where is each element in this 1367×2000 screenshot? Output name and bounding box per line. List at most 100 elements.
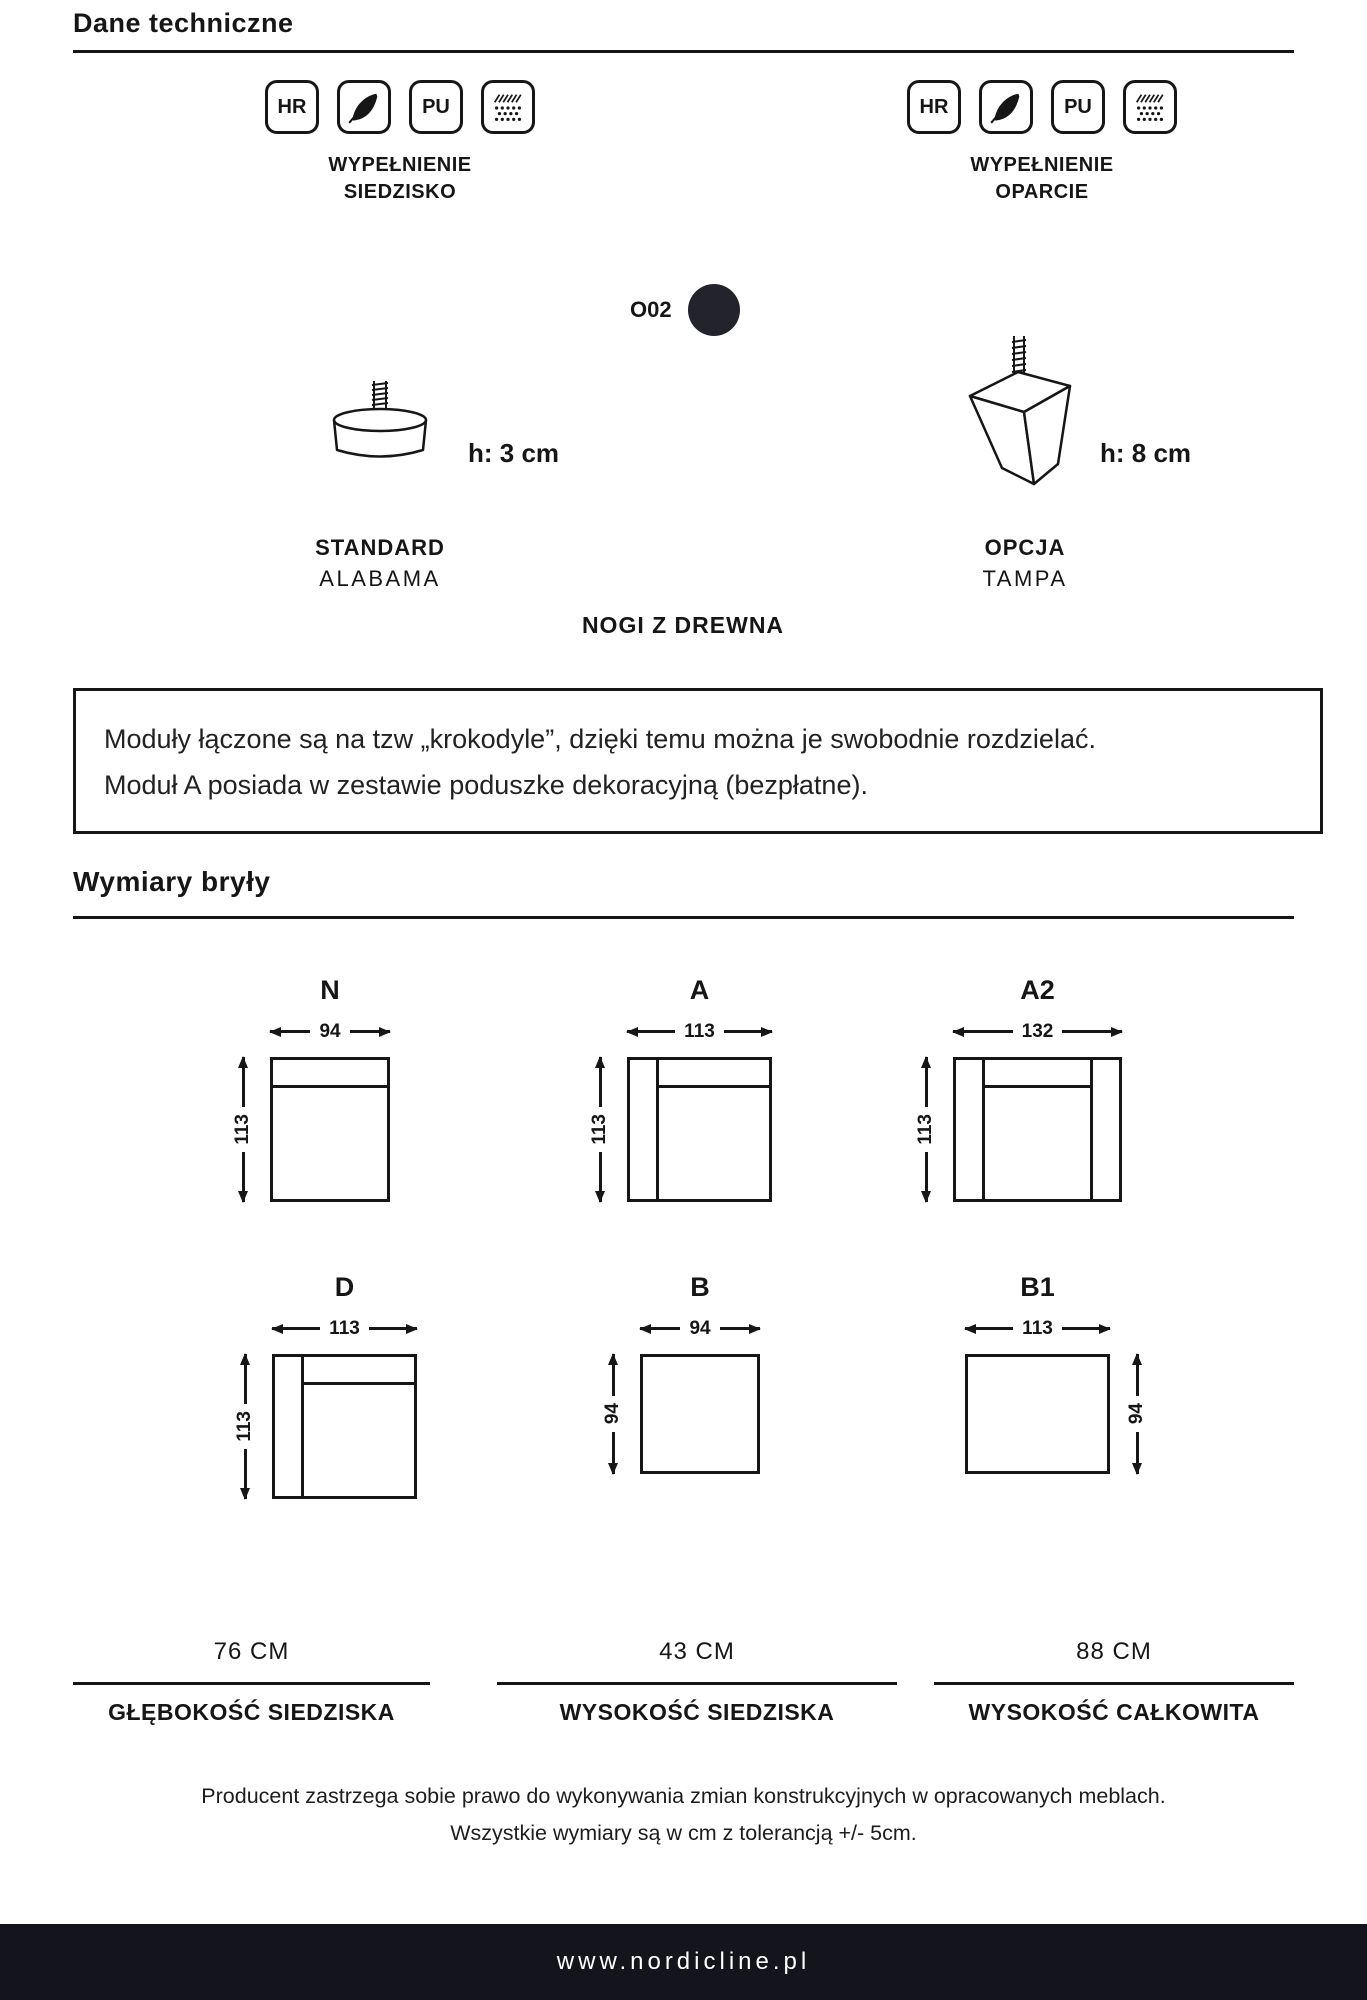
seat-filling-label-line2: SIEDZISKO bbox=[343, 181, 457, 203]
module-box bbox=[627, 1057, 772, 1202]
width-arrow: 94 bbox=[640, 1316, 761, 1354]
pu-icon-label: PU bbox=[1064, 95, 1092, 118]
stat-label: WYSOKOŚĆ SIEDZISKA bbox=[559, 1699, 835, 1725]
backrest-line bbox=[982, 1085, 1093, 1088]
armrest-line bbox=[656, 1060, 659, 1199]
hr-foam-icon: HR bbox=[265, 80, 319, 134]
seat-filling-icons: HR PU bbox=[265, 80, 535, 134]
standard-leg-name: ALABAMA bbox=[319, 566, 441, 591]
option-leg-label: OPCJA TAMPA bbox=[915, 535, 1135, 592]
option-leg-type: OPCJA bbox=[984, 535, 1066, 560]
pu-foam-icon: PU bbox=[1051, 80, 1105, 134]
back-filling-label-line1: WYPEŁNIENIE bbox=[970, 154, 1114, 176]
height-arrow: 113 bbox=[232, 1057, 254, 1202]
option-leg-height: h: 8 cm bbox=[1100, 438, 1192, 468]
backrest-line bbox=[301, 1382, 414, 1385]
width-value: 132 bbox=[1021, 1020, 1054, 1042]
module-box bbox=[640, 1354, 760, 1474]
width-value: 113 bbox=[684, 1020, 715, 1042]
pu-icon-label: PU bbox=[422, 95, 450, 118]
fabric-swatch-circle bbox=[687, 284, 740, 336]
module-diagram-n: N 94 113 bbox=[226, 975, 391, 1202]
height-arrow: 113 bbox=[915, 1057, 937, 1202]
armrest-line bbox=[301, 1357, 304, 1496]
module-title: B bbox=[690, 1272, 710, 1302]
stat-label: WYSOKOŚĆ CAŁKOWITA bbox=[968, 1699, 1260, 1725]
standard-leg-label: STANDARD ALABAMA bbox=[270, 535, 490, 592]
module-diagram-b1: B1 113 94 bbox=[965, 1272, 1154, 1475]
module-box bbox=[953, 1057, 1122, 1202]
width-value: 94 bbox=[319, 1020, 341, 1042]
width-arrow: 113 bbox=[272, 1316, 417, 1354]
wooden-legs-caption: NOGI Z DREWNA bbox=[581, 612, 785, 638]
stat-divider bbox=[934, 1682, 1294, 1685]
stat-value: 88 CM bbox=[1076, 1638, 1152, 1665]
stat-seat-height: 43 CM WYSOKOŚĆ SIEDZISKA bbox=[497, 1638, 897, 1726]
back-filling-label: WYPEŁNIENIE OPARCIE bbox=[907, 152, 1177, 206]
disclaimer-line-2: Wszystkie wymiary są w cm z tolerancją +… bbox=[450, 1821, 917, 1845]
disclaimer-line-1: Producent zastrzega sobie prawo do wykon… bbox=[201, 1784, 1166, 1808]
module-diagram-a2: A2 132 113 bbox=[909, 975, 1123, 1202]
width-arrow: 113 bbox=[965, 1316, 1110, 1354]
seat-filling-label: WYPEŁNIENIE SIEDZISKO bbox=[265, 152, 535, 206]
height-arrow: 94 bbox=[602, 1354, 624, 1475]
module-title: A bbox=[689, 975, 710, 1005]
info-line-2: Moduł A posiada w zestawie poduszke deko… bbox=[104, 770, 868, 800]
foam-mattress-icon bbox=[1123, 80, 1177, 134]
width-arrow: 113 bbox=[627, 1019, 772, 1057]
height-value: 113 bbox=[589, 1114, 610, 1145]
disclaimer: Producent zastrzega sobie prawo do wykon… bbox=[73, 1778, 1294, 1852]
fabric-swatch-row: O02 bbox=[630, 284, 740, 336]
module-diagram-a: A 113 113 bbox=[583, 975, 772, 1202]
seat-filling-label-line1: WYPEŁNIENIE bbox=[328, 154, 472, 176]
module-box bbox=[270, 1057, 390, 1202]
width-value: 94 bbox=[689, 1317, 711, 1339]
module-diagram-d: D 113 113 bbox=[228, 1272, 417, 1499]
footer-bar: www.nordicline.pl bbox=[0, 1924, 1367, 2000]
armrest-line bbox=[982, 1060, 985, 1199]
stat-total-height: 88 CM WYSOKOŚĆ CAŁKOWITA bbox=[934, 1638, 1294, 1726]
module-title: D bbox=[334, 1272, 355, 1302]
info-line-1: Moduły łączone są na tzw „krokodyle”, dz… bbox=[104, 724, 1096, 754]
module-box bbox=[965, 1354, 1110, 1474]
header-rule bbox=[73, 50, 1294, 53]
armrest-line bbox=[1090, 1060, 1093, 1199]
foam-mattress-icon bbox=[481, 80, 535, 134]
pu-foam-icon: PU bbox=[409, 80, 463, 134]
height-value: 113 bbox=[915, 1114, 936, 1145]
feather-icon bbox=[979, 80, 1033, 134]
backrest-line bbox=[656, 1085, 769, 1088]
feather-icon bbox=[337, 80, 391, 134]
module-title: B1 bbox=[1020, 1272, 1055, 1302]
back-filling-label-line2: OPARCIE bbox=[995, 181, 1089, 203]
height-arrow: 94 bbox=[1126, 1354, 1148, 1475]
backrest-line bbox=[273, 1085, 387, 1088]
option-leg-drawing bbox=[968, 336, 1072, 486]
back-filling-icons: HR PU bbox=[907, 80, 1177, 134]
hr-icon-label: HR bbox=[277, 95, 307, 118]
dimensions-section-rule bbox=[73, 916, 1294, 919]
stat-divider bbox=[497, 1682, 897, 1685]
width-value: 113 bbox=[329, 1317, 360, 1339]
height-value: 94 bbox=[1126, 1403, 1147, 1425]
standard-leg-height: h: 3 cm bbox=[468, 438, 560, 468]
stat-divider bbox=[73, 1682, 430, 1685]
module-title: A2 bbox=[1020, 975, 1055, 1005]
page-title: Dane techniczne bbox=[73, 8, 294, 38]
height-value: 113 bbox=[234, 1411, 255, 1442]
stat-seat-depth: 76 CM GŁĘBOKOŚĆ SIEDZISKA bbox=[73, 1638, 430, 1726]
hr-foam-icon: HR bbox=[907, 80, 961, 134]
width-arrow: 94 bbox=[270, 1019, 391, 1057]
modules-info-box: Moduły łączone są na tzw „krokodyle”, dz… bbox=[73, 688, 1323, 834]
height-arrow: 113 bbox=[234, 1354, 256, 1499]
width-arrow: 132 bbox=[953, 1019, 1123, 1057]
option-leg-name: TAMPA bbox=[982, 566, 1068, 591]
stat-value: 76 CM bbox=[213, 1638, 290, 1665]
module-box bbox=[272, 1354, 417, 1499]
module-title: N bbox=[320, 975, 340, 1005]
width-value: 113 bbox=[1022, 1317, 1053, 1339]
dimensions-section-title: Wymiary bryły bbox=[73, 866, 271, 897]
stat-value: 43 CM bbox=[659, 1638, 735, 1665]
footer-link[interactable]: www.nordicline.pl bbox=[556, 1948, 811, 1975]
